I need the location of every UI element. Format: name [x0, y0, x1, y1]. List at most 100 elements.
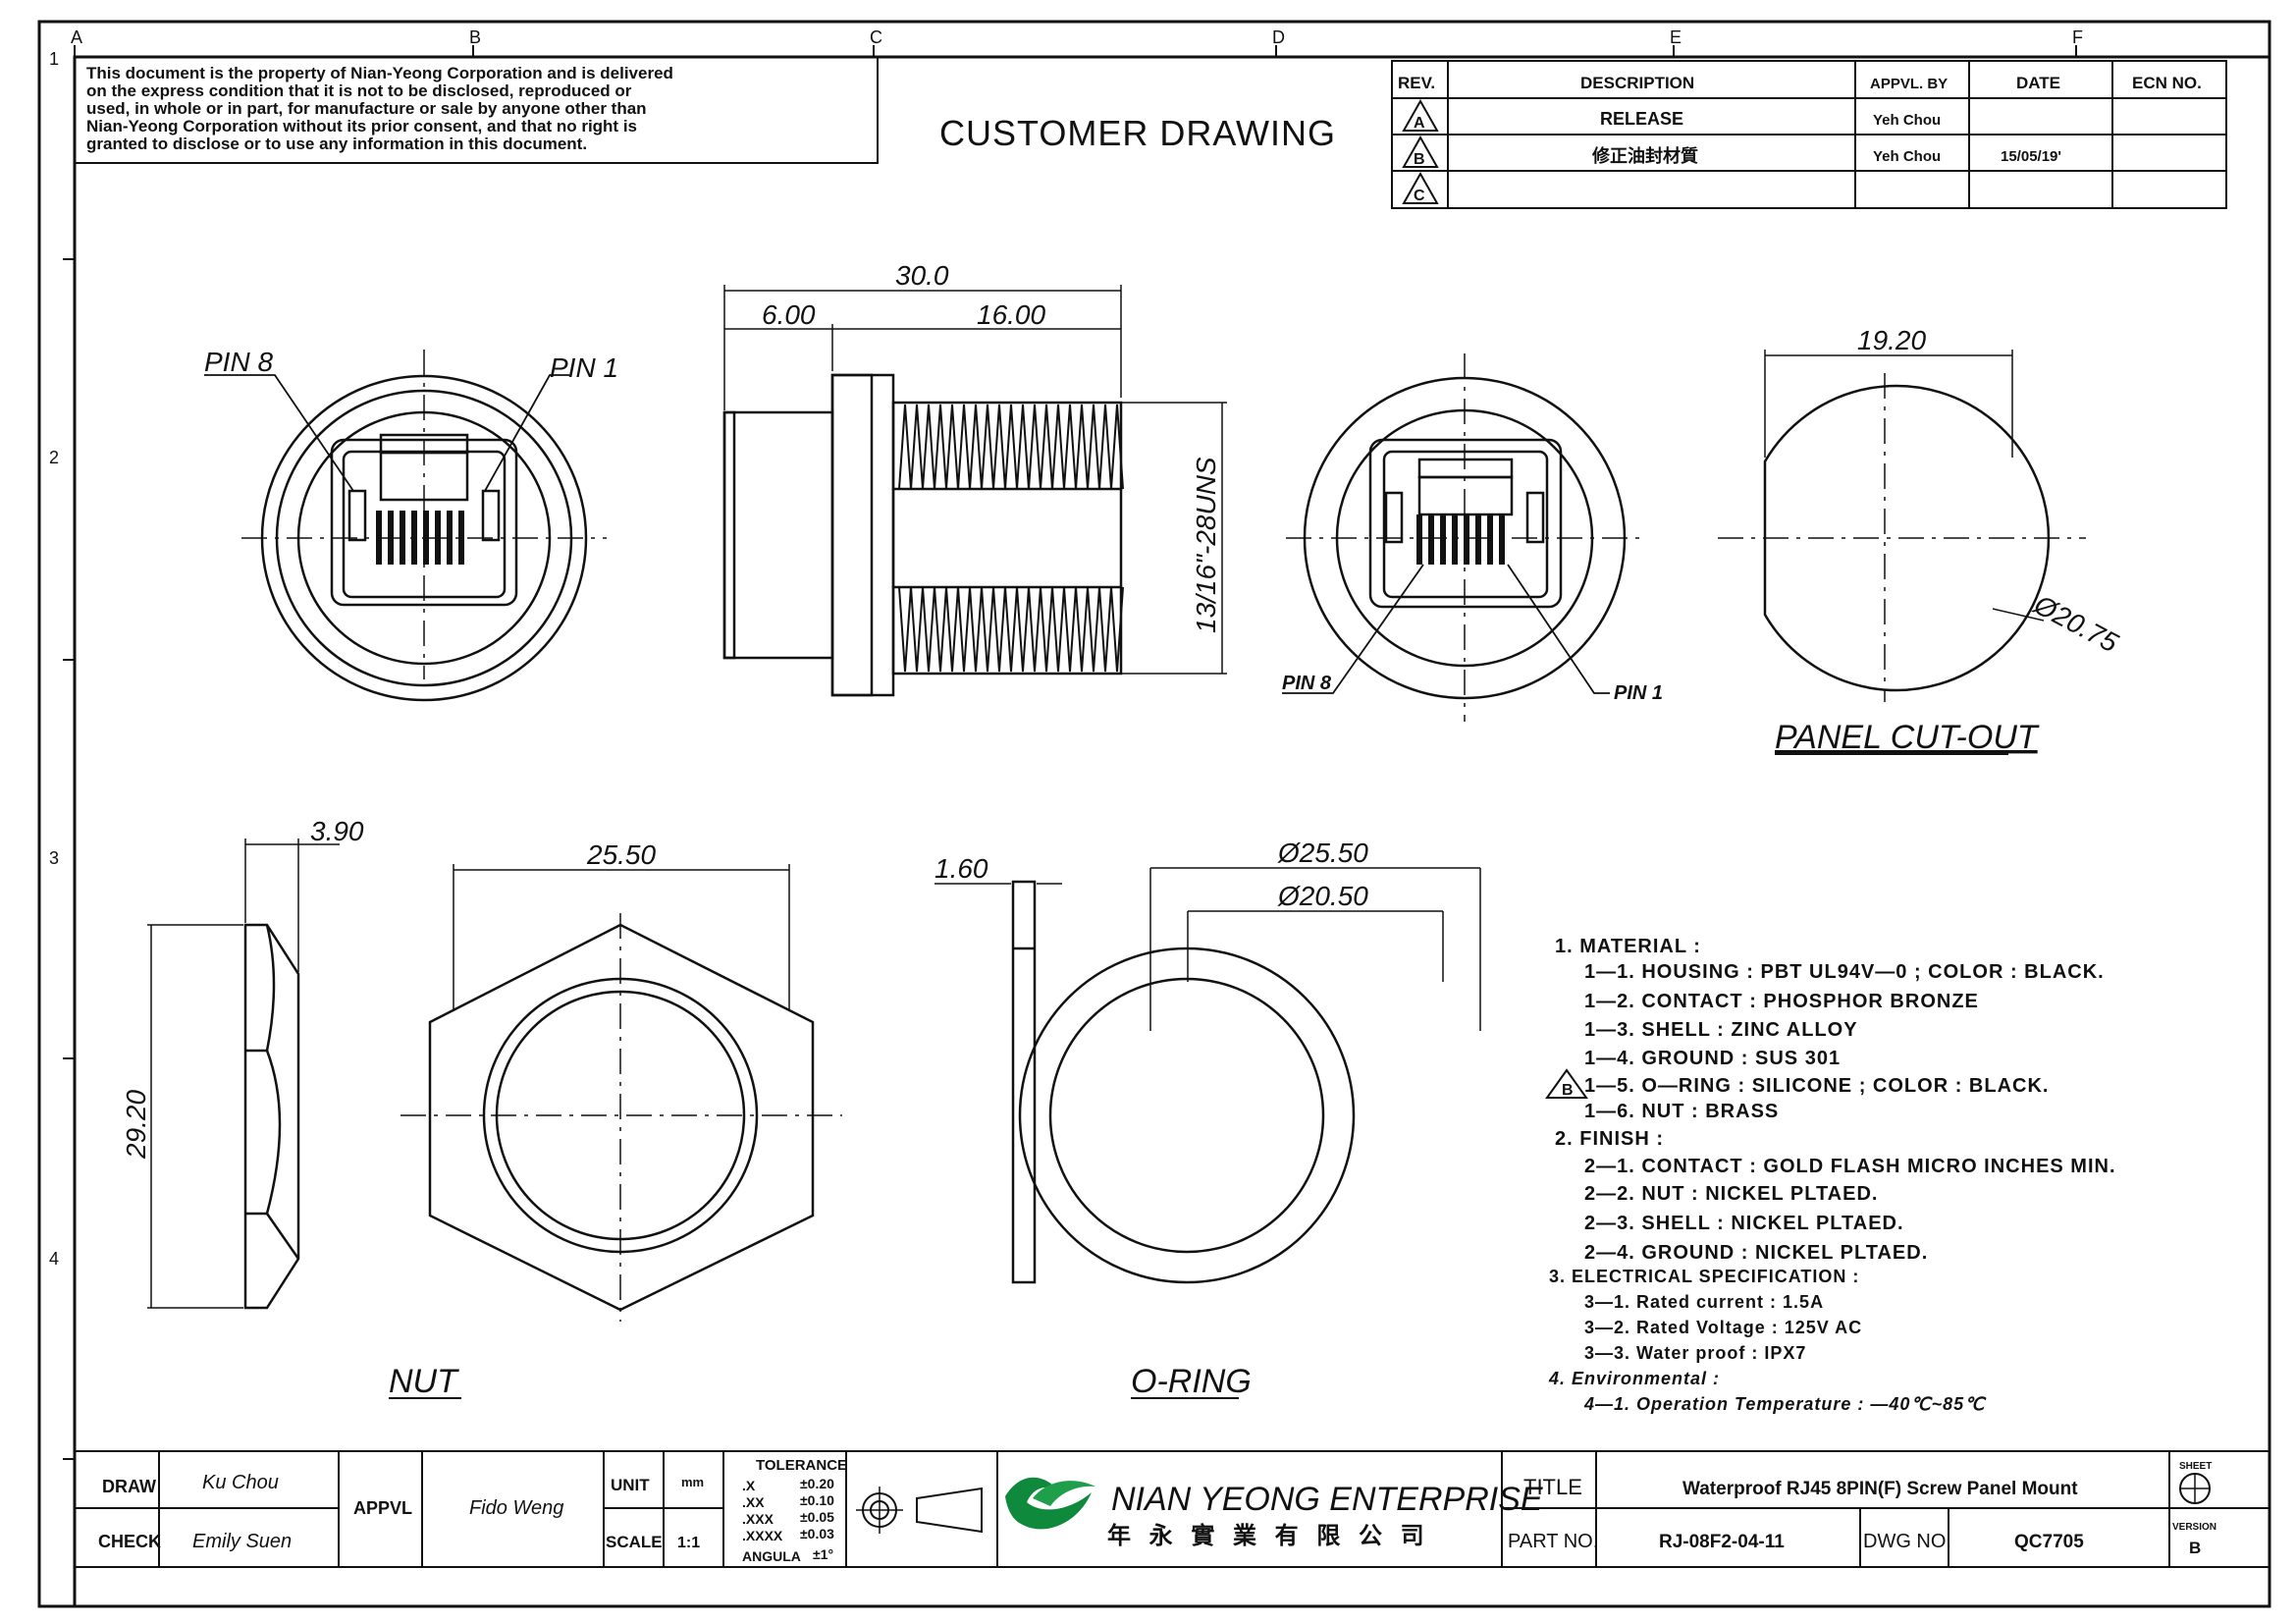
thread-tooth: [1004, 404, 1018, 490]
rev-a-description: RELEASE: [1600, 109, 1683, 129]
scale-value: 1:1: [677, 1535, 700, 1551]
zone-col-e: E: [1670, 27, 1682, 47]
nut-thickness-dim: 3.90: [310, 816, 364, 846]
check-name: Emily Suen: [192, 1531, 292, 1552]
front-view-right: [1282, 353, 1645, 722]
zone-col-a: A: [71, 27, 82, 47]
rev-header: REV.: [1398, 74, 1435, 92]
inner-border: [73, 55, 2271, 1608]
oring-id-dim: Ø20.50: [1277, 881, 1368, 911]
tolerance-title: TOLERANCE: [756, 1457, 847, 1474]
nut-front-labels: 25.50 NUT: [389, 839, 656, 1400]
flange-length-dim: 6.00: [762, 299, 816, 330]
title-label: TITLE: [1523, 1475, 1582, 1499]
pin8-label-left: PIN 8: [204, 347, 273, 377]
note-line: 4—1. Operation Temperature : —40℃~85℃: [1583, 1394, 1987, 1414]
note-line: 1—1. HOUSING : PBT UL94V—0 ; COLOR : BLA…: [1584, 961, 2105, 983]
thread-tooth: [1075, 586, 1089, 673]
tol-key: ANGULA: [742, 1548, 801, 1564]
notice-box: [74, 56, 879, 164]
zone-col-d: D: [1272, 27, 1285, 47]
front-view-right-labels: PIN 8 PIN 1: [1282, 673, 1663, 704]
appvl-name: Fido Weng: [469, 1497, 563, 1519]
company-logo: [1005, 1477, 1095, 1530]
notice-line: This document is the property of Nian-Ye…: [86, 64, 673, 82]
tol-key: .X: [742, 1478, 756, 1493]
thread-tooth: [969, 404, 983, 490]
thread-spec-dim: 13/16"-28UNS: [1191, 457, 1221, 633]
drawing-title: CUSTOMER DRAWING: [939, 113, 1336, 153]
thread-tooth: [910, 404, 924, 490]
thread-tooth: [1051, 404, 1065, 490]
thread-tooth: [992, 404, 1006, 490]
thread-length-dim: 16.00: [977, 299, 1045, 330]
thread-tooth: [934, 404, 947, 490]
title-value: Waterproof RJ45 8PIN(F) Screw Panel Moun…: [1682, 1479, 2078, 1499]
thread-tooth: [1087, 586, 1100, 673]
nut-width-dim: 25.50: [586, 839, 656, 870]
thread-tooth: [957, 586, 971, 673]
thread-tooth: [1051, 586, 1065, 673]
date-header: DATE: [2016, 74, 2060, 92]
note-line: 2—1. CONTACT : GOLD FLASH MICRO INCHES M…: [1584, 1156, 2116, 1177]
rev-b-letter: B: [1414, 151, 1425, 168]
zone-row-1: 1: [49, 49, 59, 69]
dwg-no-label: DWG NO.: [1863, 1531, 1951, 1552]
title-block-text: DRAW Ku Chou CHECK Emily Suen APPVL Fido…: [98, 1457, 2216, 1564]
note-rev-triangle: [1545, 1068, 1588, 1099]
zone-labels: A B C D E F 1 2 3 4: [49, 27, 2083, 1269]
thread-tooth: [1110, 404, 1124, 490]
oring-label: O-RING: [1131, 1363, 1252, 1400]
note-line: 3—2. Rated Voltage : 125V AC: [1584, 1318, 1862, 1337]
thread-tooth: [1040, 404, 1053, 490]
front-view-left-labels: PIN 8 PIN 1: [204, 347, 618, 383]
draw-label: DRAW: [102, 1477, 156, 1496]
notes: 1. MATERIAL : 1—1. HOUSING : PBT UL94V—0…: [1548, 936, 2116, 1414]
tol-key: .XX: [742, 1494, 765, 1510]
note-line: 3—1. Rated current : 1.5A: [1584, 1292, 1824, 1312]
oring-thickness-dim: 1.60: [934, 853, 988, 884]
description-header: DESCRIPTION: [1580, 74, 1694, 92]
company-name-en: NIAN YEONG ENTERPRISE: [1111, 1481, 1543, 1518]
nut-height-dim: 29.20: [121, 1090, 151, 1160]
title-block: [75, 1450, 2269, 1568]
notice-text: This document is the property of Nian-Ye…: [86, 64, 673, 153]
pin1-label-right: PIN 1: [1614, 682, 1663, 704]
zone-row-2: 2: [49, 448, 59, 467]
cutout-width-dim: 19.20: [1857, 325, 1926, 355]
notice-line: used, in whole or in part, for manufactu…: [86, 99, 647, 118]
zone-row-4: 4: [49, 1249, 59, 1269]
thread-tooth: [1040, 586, 1053, 673]
unit-label: UNIT: [611, 1476, 650, 1494]
rev-a-approver: Yeh Chou: [1873, 112, 1941, 129]
thread-bottom: [898, 586, 1124, 673]
appvl-by-header: APPVL. BY: [1870, 76, 1948, 92]
panel-cutout-label: PANEL CUT-OUT: [1775, 719, 2040, 756]
front-view-left: [204, 350, 607, 702]
thread-tooth: [1098, 586, 1112, 673]
side-view-labels: 30.0 6.00 16.00 13/16"-28UNS: [762, 260, 1221, 633]
ecn-header: ECN NO.: [2132, 74, 2202, 92]
appvl-label: APPVL: [353, 1498, 412, 1518]
thread-tooth: [1087, 404, 1100, 490]
rev-c-letter: C: [1414, 188, 1425, 204]
note-line: 2—4. GROUND : NICKEL PLTAED.: [1584, 1242, 1928, 1264]
thread-tooth: [1016, 404, 1030, 490]
rev-a-letter: A: [1414, 115, 1425, 132]
oring-front-view: [1018, 867, 1481, 1284]
thread-top: [898, 404, 1124, 490]
company-name-zh: 年 永 實 業 有 限 公 司: [1107, 1522, 1430, 1549]
thread-tooth: [1028, 586, 1041, 673]
side-view: [722, 285, 1227, 697]
pin1-label-left: PIN 1: [550, 352, 618, 383]
zone-col-b: B: [469, 27, 481, 47]
panel-cutout-view: [1718, 350, 2086, 702]
nut-side-view: [147, 839, 340, 1310]
rev-b-approver: Yeh Chou: [1873, 148, 1941, 165]
thread-tooth: [1063, 586, 1077, 673]
oring-front-labels: Ø25.50 Ø20.50 O-RING: [1131, 838, 1368, 1400]
notice-line: granted to disclose or to use any inform…: [86, 135, 587, 153]
oring-side-view: [934, 880, 1062, 1284]
version-value: B: [2189, 1539, 2201, 1557]
